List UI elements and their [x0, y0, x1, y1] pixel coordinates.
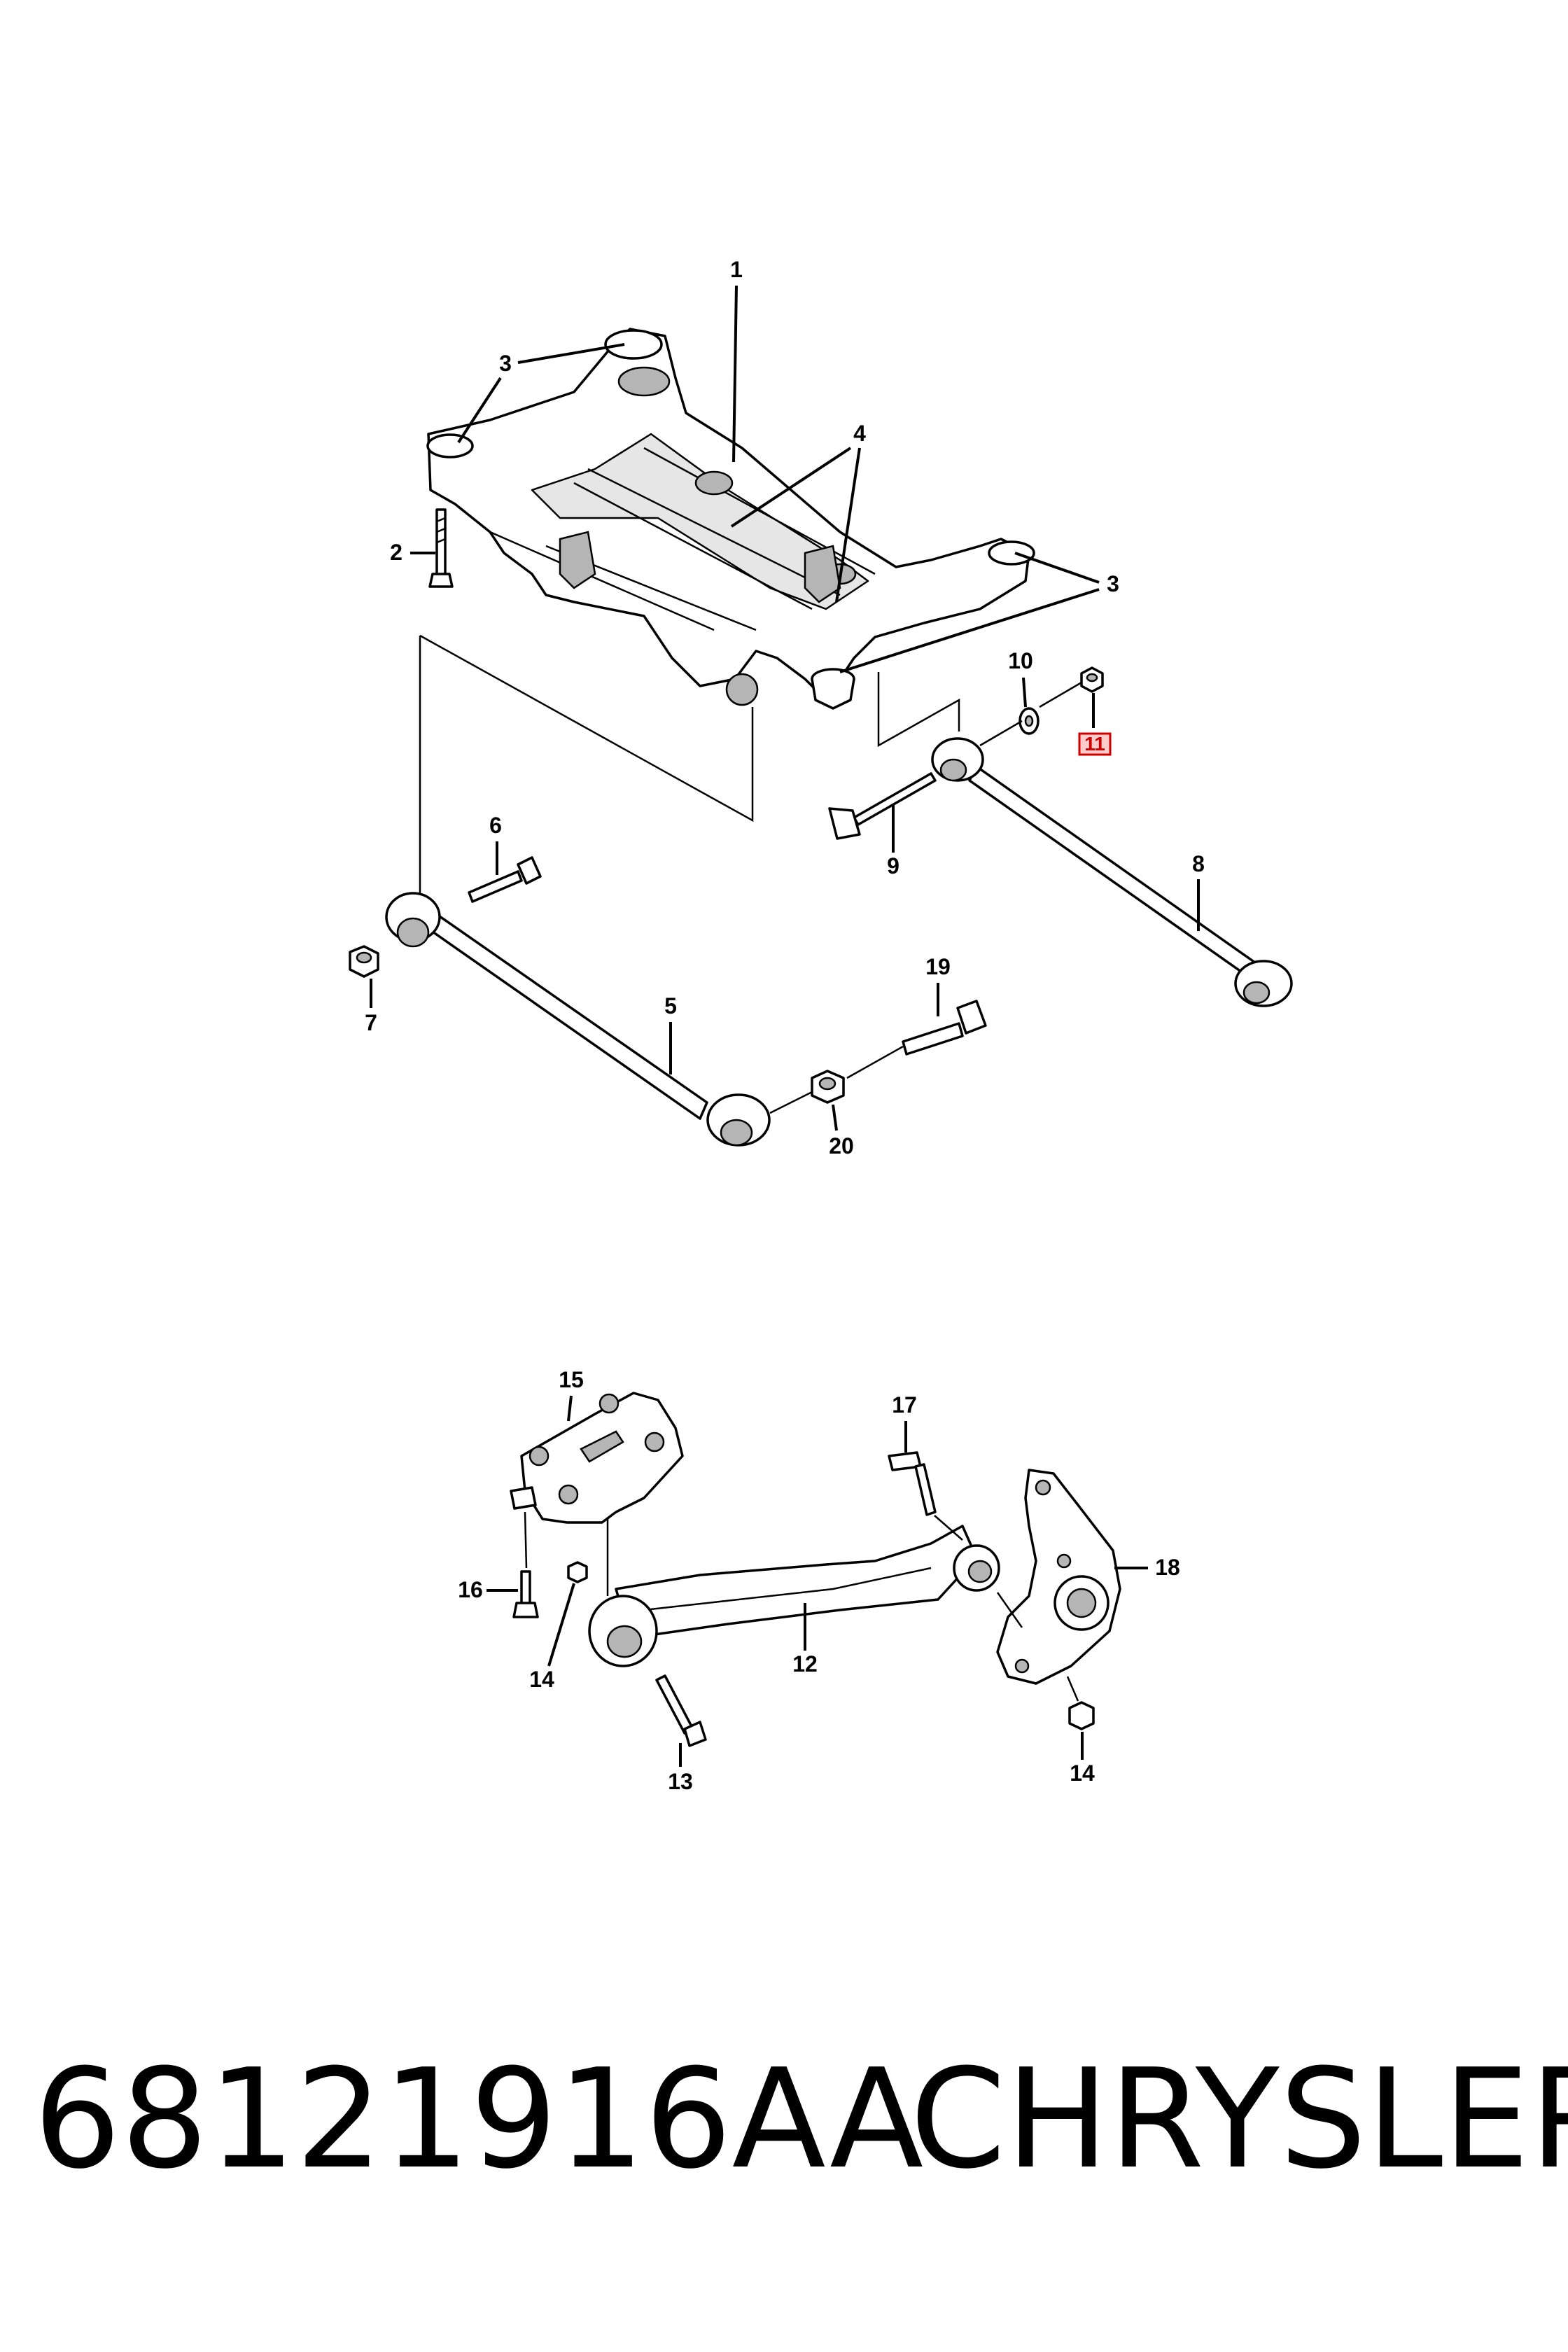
bracket-15[interactable]: [510, 1392, 684, 1524]
washer-10[interactable]: [1018, 707, 1040, 735]
callout-7[interactable]: 7: [365, 1010, 377, 1035]
callout-2[interactable]: 2: [390, 540, 402, 565]
callout-6[interactable]: 6: [489, 813, 502, 838]
bolt-13[interactable]: [655, 1674, 707, 1747]
callout-11[interactable]: 11: [1084, 733, 1105, 755]
bolt-2[interactable]: [428, 508, 454, 588]
callout-19[interactable]: 19: [925, 954, 951, 979]
bolt-6[interactable]: [468, 856, 542, 903]
callout-14-left[interactable]: 14: [529, 1667, 554, 1692]
callout-20[interactable]: 20: [829, 1133, 854, 1158]
callout-18[interactable]: 18: [1155, 1555, 1180, 1580]
lateral-link-8[interactable]: [931, 737, 1293, 1007]
rear-crossmember[interactable]: [426, 328, 1035, 710]
trailing-arm-12[interactable]: [588, 1525, 1000, 1667]
bolt-17[interactable]: [888, 1451, 937, 1516]
brand-name: CHRYSLER: [910, 2040, 1568, 2199]
callout-13[interactable]: 13: [668, 1769, 693, 1794]
nut-14-left[interactable]: [567, 1561, 588, 1583]
callout-9[interactable]: 9: [887, 853, 899, 878]
callout-3-right[interactable]: 3: [1107, 571, 1119, 596]
bolt-16[interactable]: [512, 1570, 539, 1618]
callout-11-highlight: [1078, 732, 1112, 756]
cam-bolt-9[interactable]: [828, 772, 937, 840]
nut-14-right[interactable]: [1068, 1701, 1095, 1730]
part-number: 68121916AA: [34, 2040, 924, 2199]
callout-14-right[interactable]: 14: [1070, 1760, 1095, 1786]
callout-12[interactable]: 12: [792, 1651, 818, 1676]
nut-7[interactable]: [349, 945, 379, 978]
callout-1[interactable]: 1: [730, 257, 743, 282]
callout-16[interactable]: 16: [458, 1577, 483, 1602]
callout-8[interactable]: 8: [1192, 851, 1205, 876]
callout-15[interactable]: 15: [559, 1367, 584, 1392]
footer: 68121916AA CHRYSLER: [0, 2051, 1568, 2261]
lateral-link-5[interactable]: [385, 892, 771, 1147]
bolt-19[interactable]: [902, 1000, 987, 1056]
nut-20[interactable]: [811, 1070, 845, 1104]
callout-5[interactable]: 5: [664, 993, 677, 1018]
callout-10[interactable]: 10: [1008, 648, 1033, 673]
parts-diagram: 1 3 3 4 2 5 6 7: [349, 257, 1293, 1794]
callout-3-left[interactable]: 3: [499, 351, 512, 376]
callout-4[interactable]: 4: [853, 421, 866, 446]
knuckle-18[interactable]: [996, 1469, 1121, 1685]
callout-17[interactable]: 17: [892, 1392, 917, 1418]
nut-11[interactable]: [1080, 666, 1104, 693]
